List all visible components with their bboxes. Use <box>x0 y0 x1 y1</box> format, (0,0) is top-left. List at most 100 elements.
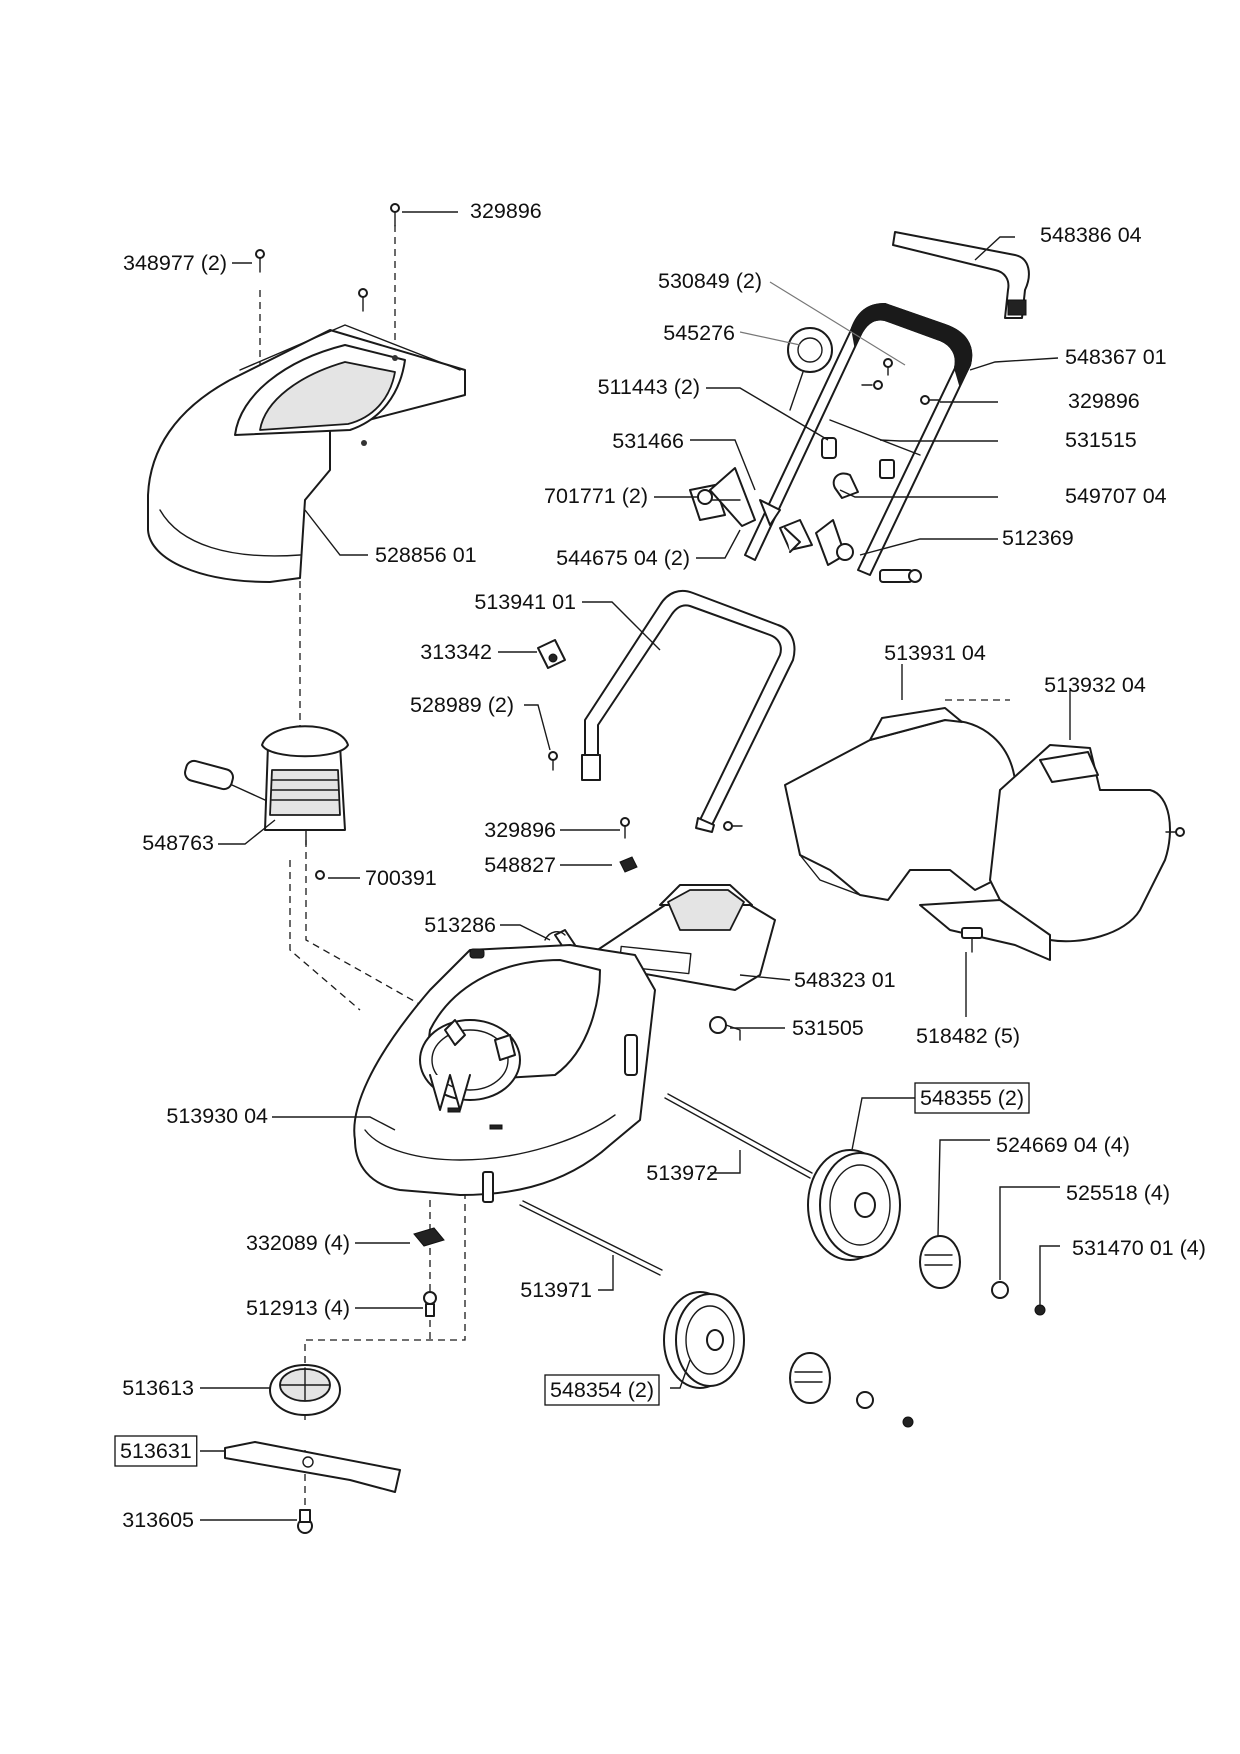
part-number-label: 512913 (4) <box>246 1296 350 1320</box>
part-number-label: 513613 <box>122 1376 194 1400</box>
grass-cover <box>147 324 466 583</box>
callout-c41: 313605 <box>122 1508 194 1532</box>
callout-labels: 329896 348977 (2) 528856 01 548386 04 530849… <box>114 199 1206 1532</box>
callout-c14: 544675 04 (2) <box>556 546 690 570</box>
blade-513631 <box>224 1441 401 1493</box>
grass-bag-mesh-513932 <box>919 744 1185 961</box>
part-number-label: 348977 (2) <box>123 251 227 275</box>
part-number-label: 512369 <box>1002 526 1074 550</box>
callout-c36: 513971 <box>520 1278 592 1302</box>
callout-c01: 329896 <box>470 199 542 223</box>
part-number-label: 524669 04 (4) <box>996 1133 1130 1157</box>
part-number-label: 700391 <box>365 866 437 890</box>
callout-c38: 513613 <box>122 1376 194 1400</box>
callout-c06: 545276 <box>663 321 735 345</box>
part-number-label: 548355 (2) <box>920 1086 1024 1110</box>
part-number-label: 329896 <box>470 199 542 223</box>
callout-c23: 329896 <box>484 818 556 842</box>
part-number-label: 701771 (2) <box>544 484 648 508</box>
screw-512913 <box>423 1291 437 1317</box>
callout-c13: 549707 04 <box>1065 484 1167 508</box>
callout-c11: 531515 <box>1065 428 1137 452</box>
rear-wheel-548355 <box>807 1149 901 1261</box>
bolt-512369 <box>879 569 922 583</box>
callout-c08: 511443 (2) <box>598 375 700 399</box>
callout-c35: 332089 (4) <box>246 1231 350 1255</box>
grass-bag-frame-513931 <box>784 707 1016 901</box>
callout-c39: 548354 (2) <box>544 1374 660 1406</box>
part-number-label: 549707 04 <box>1065 484 1167 508</box>
nut-525518-rear <box>991 1281 1009 1299</box>
part-number-label: 518482 (5) <box>916 1024 1020 1048</box>
axle-513972 <box>664 1093 813 1179</box>
part-number-label: 528989 (2) <box>410 693 514 717</box>
callout-c07: 548367 01 <box>1065 345 1167 369</box>
callout-c10: 531466 <box>612 429 684 453</box>
part-number-label: 313605 <box>122 1508 194 1532</box>
part-number-label: 530849 (2) <box>658 269 762 293</box>
front-wheel-548354 <box>663 1291 745 1389</box>
callout-c29: 513930 04 <box>166 1104 268 1128</box>
callout-c40: 513631 <box>114 1435 198 1467</box>
screw-near-handle <box>723 821 743 831</box>
callout-c26: 548323 01 <box>794 968 896 992</box>
part-number-label: 548354 (2) <box>550 1378 654 1402</box>
callout-c24: 548827 <box>484 853 556 877</box>
boxed-label-frame <box>114 1435 198 1467</box>
callout-c12: 701771 (2) <box>544 484 648 508</box>
screw-329896-mid <box>620 817 630 839</box>
part-number-label: 528856 01 <box>375 543 477 567</box>
axle-513971 <box>519 1200 663 1276</box>
callout-c18: 513931 04 <box>884 641 986 665</box>
clip-313342 <box>537 639 566 669</box>
callout-c27: 531505 <box>792 1016 864 1040</box>
screw-518482 <box>961 927 983 953</box>
callout-c04: 548386 04 <box>1040 223 1142 247</box>
callout-c22: 700391 <box>365 866 437 890</box>
callout-c34: 531470 01 (4) <box>1072 1236 1206 1260</box>
callout-c37: 512913 (4) <box>246 1296 350 1320</box>
part-number-label: 548323 01 <box>794 968 896 992</box>
part-number-label: 531515 <box>1065 428 1137 452</box>
hubcap-524669-front <box>789 1352 831 1404</box>
clip-548827 <box>619 856 638 873</box>
callout-c25: 513286 <box>424 913 496 937</box>
callout-c30: 548355 (2) <box>914 1082 1030 1114</box>
screw-348977-b <box>358 288 368 312</box>
callout-c17: 313342 <box>420 640 492 664</box>
callout-c03: 528856 01 <box>375 543 477 567</box>
screw-348977 <box>255 249 265 273</box>
part-number-label: 513930 04 <box>166 1104 268 1128</box>
part-number-label: 513971 <box>520 1278 592 1302</box>
part-number-label: 332089 (4) <box>246 1231 350 1255</box>
part-number-label: 525518 (4) <box>1066 1181 1170 1205</box>
part-number-label: 544675 04 (2) <box>556 546 690 570</box>
boxed-label-frame <box>914 1082 1030 1114</box>
callout-c31: 524669 04 (4) <box>996 1133 1130 1157</box>
part-number-label: 513932 04 <box>1044 673 1146 697</box>
cap-531470-front <box>902 1416 914 1428</box>
part-number-label: 531505 <box>792 1016 864 1040</box>
boxed-label-frame <box>544 1374 660 1406</box>
callout-c33: 525518 (4) <box>1066 1181 1170 1205</box>
spring-531505 <box>709 1016 741 1041</box>
part-number-label: 548386 04 <box>1040 223 1142 247</box>
part-number-label: 548827 <box>484 853 556 877</box>
callout-c19: 513932 04 <box>1044 673 1146 697</box>
hubcap-524669-rear <box>919 1235 961 1289</box>
bolt-313605 <box>297 1509 313 1534</box>
part-number-label: 548367 01 <box>1065 345 1167 369</box>
leader-lines <box>200 211 1071 1521</box>
part-number-label: 513972 <box>646 1161 718 1185</box>
part-number-label: 531470 01 (4) <box>1072 1236 1206 1260</box>
motor <box>184 725 349 880</box>
callout-c28: 518482 (5) <box>916 1024 1020 1048</box>
cover-screws <box>255 203 400 312</box>
part-number-label: 511443 (2) <box>598 375 700 399</box>
blade-hub-513613 <box>269 1364 341 1416</box>
handle-small-parts <box>689 358 941 583</box>
part-number-label: 548763 <box>142 831 214 855</box>
cap-531470-rear <box>1034 1304 1046 1316</box>
nut-525518-front <box>856 1391 874 1409</box>
